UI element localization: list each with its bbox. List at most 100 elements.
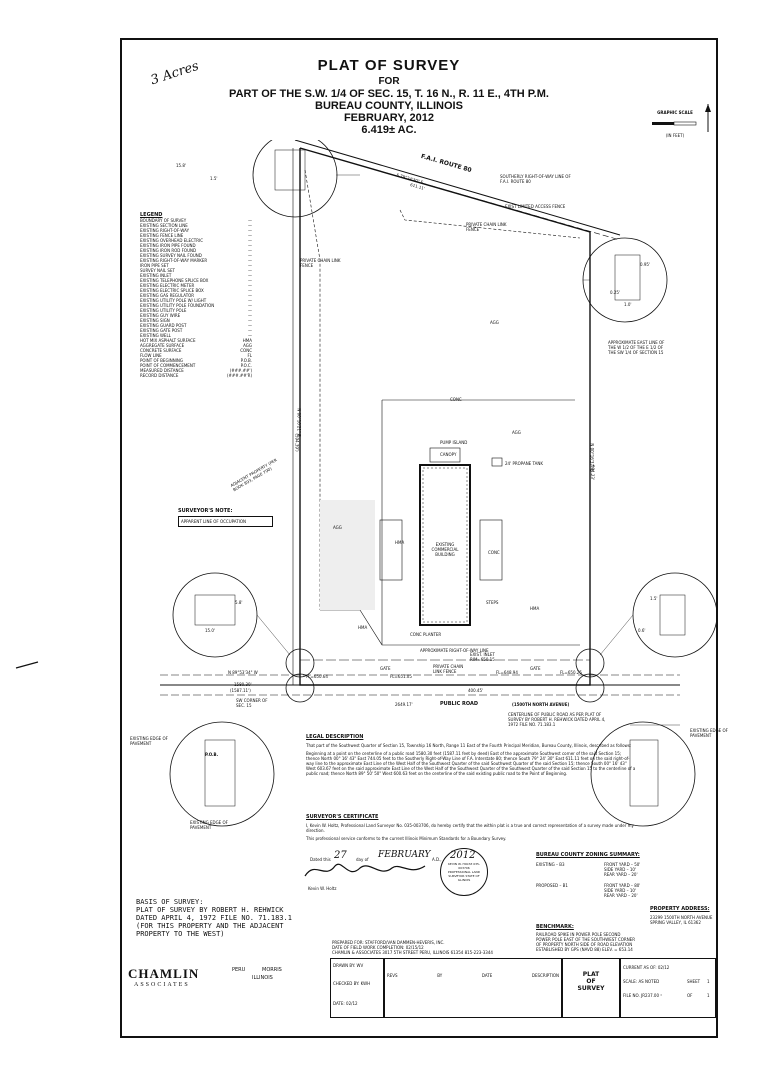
of-number: 1 [707,993,710,998]
legend-title: LEGEND [140,212,163,218]
legend-item-label: EXISTING ELECTRIC METER [140,283,195,288]
legend-item: EXISTING OVERHEAD ELECTRIC— [140,238,252,243]
legend-item-symbol: — [248,268,252,273]
legal-para-2: Beginning at a point on the centerline o… [306,751,636,776]
gate-label-2: GATE [530,666,541,671]
checked-by: CHECKED BY: KWH [333,981,371,986]
legend-item: EXISTING UTILITY POLE— [140,308,252,313]
benchmark-title: BENCHMARK: [536,924,574,930]
of-label: OF [687,993,693,998]
legend-item: EXISTING GATE POST— [140,328,252,333]
legend-item-label: EXISTING TELEPHONE SPLICE BOX [140,278,209,283]
legend-list: BOUNDARY OF SURVEY—EXISTING SECTION LINE… [140,218,255,378]
west-distance: (594.39') [294,433,300,452]
zoning-proposed: PROPOSED – B1 [536,883,568,888]
legend-item: EXISTING SIGN— [140,318,252,323]
legend-item: EXISTING UTILITY POLE W/ LIGHT— [140,298,252,303]
legend-item-label: EXISTING UTILITY POLE FOUNDATION [140,303,215,308]
legend-item-label: EXISTING INLET [140,273,172,278]
sheet-title-3: SURVEY [577,985,605,992]
cert-month: FEBRUARY [378,850,431,860]
legend: LEGEND BOUNDARY OF SURVEY—EXISTING SECTI… [140,212,255,378]
conc-label: CONC [488,550,500,555]
gate-label-1: GATE [380,666,391,671]
legend-item-label: BOUNDARY OF SURVEY [140,218,187,223]
legend-item-label: EXISTING SECTION LINE [140,223,188,228]
plat-county: BUREAU COUNTY, ILLINOIS [315,100,463,112]
legend-item: SURVEY NAIL SET — [140,268,252,273]
sw-corner-label: SW CORNER OF SEC. 15 [236,698,268,708]
legend-item-symbol: — [248,253,252,258]
dim-0-95: 0.95' [640,262,651,267]
prepared-line-1: PREPARED FOR: STAFFORD/VAN DAMMEN-HEVERI… [332,940,445,945]
legend-item-label: SURVEY NAIL SET [140,268,175,273]
basis-line-3: DATED APRIL 4, 1972 FILE NO. 71.183.1 [136,914,292,922]
revision-header: DATE [481,973,493,978]
legend-item-symbol: (###.##') [229,368,252,373]
legend-item-label: EXISTING GATE POST [140,328,183,333]
legal-para-1: That part of the Southwest Quarter of Se… [306,743,632,748]
legend-item-label: EXISTING UTILITY POLE W/ LIGHT [140,298,207,303]
legend-item-symbol: — [248,248,252,253]
legend-item-symbol: — [248,258,252,263]
plat-location: PART OF THE S.W. 1/4 OF SEC. 15, T. 16 N… [229,88,549,100]
legend-item-label: EXISTING IRON PIPE FOUND [140,243,196,248]
legend-item-label: MEASURED DISTANCE [140,368,184,373]
plat-date: FEBRUARY, 2012 [343,112,435,124]
east-distance: 584.23' [590,464,596,481]
signer-name: Kevin W. Holtz [308,886,337,891]
legend-item-label: EXISTING FENCE LINE [140,233,184,238]
zoning-yard: REAR YARD – 20' [604,872,638,877]
property-address: PROPERTY ADDRESS: 23299 1500TH NORTH AVE… [650,906,716,925]
sheet-title-2: OF [586,978,596,985]
surveyors-note: SURVEYOR'S NOTE: APPARENT LINE OF OCCUPA… [178,508,273,527]
legend-item: EXISTING IRON PIPE FOUND— [140,243,252,248]
fl-east1: FL=648.94 [496,670,518,675]
centerline-label: CENTERLINE OF PUBLIC ROAD AS PER PLAT OF… [508,712,606,727]
edge-pavement-sw: EXISTING EDGE OF PAVEMENT [190,820,228,830]
legend-item-label: EXISTING GAS REGULATOR [140,293,195,298]
legend-item-label: EXISTING GUY WIRE [140,313,181,318]
legend-item: MEASURED DISTANCE (###.##') [140,368,252,373]
legend-item: EXISTING SECTION LINE— [140,223,252,228]
legend-item: RECORD DISTANCE(###.##'R) [140,373,252,378]
legend-item: EXISTING RIGHT-OF-WAY— [140,228,252,233]
legend-item-label: EXISTING SIGN [140,318,170,323]
legend-item-label: EXISTING IRON ROD FOUND [140,248,197,253]
zoning-yard: FRONT YARD – 50' [604,862,641,867]
legend-item-symbol: — [248,218,252,223]
surveyor-signature [304,863,426,877]
legend-item-label: POINT OF COMMENCEMENT [140,363,196,368]
legend-item-label: CONCRETE SURFACE [140,348,182,353]
firm-state: ILLINOIS [252,975,273,981]
title-block: DRAWN BY: WV CHECKED BY: KWH DATE: 02/12… [330,958,716,1018]
legend-item: EXISTING WELL— [140,333,252,338]
legend-item: EXISTING RIGHT-OF-WAY MARKER— [140,258,252,263]
legend-item-label: EXISTING ELECTRIC SPLICE BOX [140,288,204,293]
legend-item-symbol: — [248,238,252,243]
legend-item-symbol: — [248,233,252,238]
hma-label-1: HMA [395,540,405,545]
prepared-line-2: DATE OF FIELD WORK COMPLETION: 02/15/12 [332,945,424,950]
revision-header: DESCRIPTION [531,973,559,978]
pump-island-label: PUMP ISLAND [440,440,468,445]
legend-item-label: EXISTING GUARD POST [140,323,187,328]
drawing-border [120,38,718,1038]
legend-item: EXISTING GUY WIRE — [140,313,252,318]
cert-ad: A.D., [432,857,442,862]
legend-item: EXISTING INLET— [140,273,252,278]
legend-item-label: IRON PIPE SET [140,263,169,268]
firm-city-2: MORRIS [262,967,282,973]
legend-item-symbol: — [248,313,252,318]
south-dist-3: 400.45' [468,688,484,693]
fence-label-north: PRIVATE CHAIN LINK FENCE [466,222,507,232]
legal-title: LEGAL DESCRIPTION [306,734,364,740]
surveyors-certificate: SURVEYOR'S CERTIFICATE I, Kevin W. Holtz… [306,814,646,841]
legend-item-label: POINT OF BEGINNING [140,358,183,363]
west-bearing: N 00°16'21" E [296,408,302,437]
legend-item-label: RECORD DISTANCE [140,373,179,378]
dim-15-8: 15.8' [176,163,187,168]
legend-item-symbol: AGG [243,343,252,348]
